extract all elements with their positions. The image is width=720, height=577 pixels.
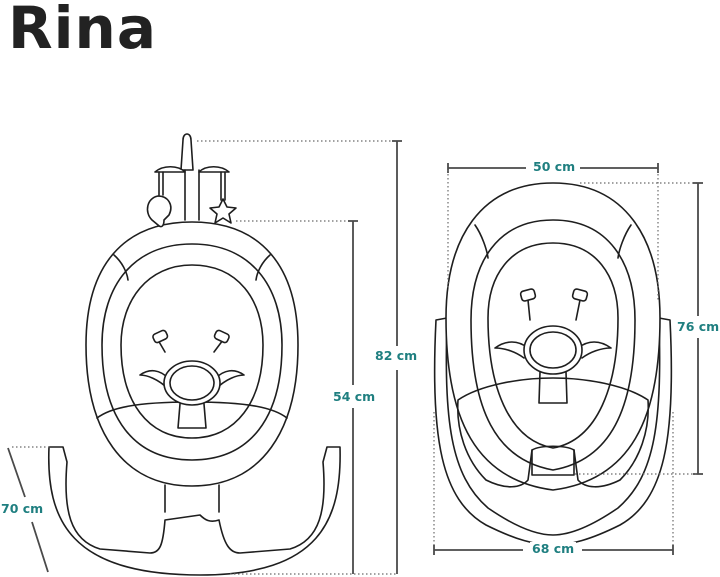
front-dimension-lines xyxy=(7,140,402,575)
dim-label-base-depth: 70 cm xyxy=(0,501,46,516)
front-view-swing xyxy=(47,133,341,576)
dim-label-length: 76 cm xyxy=(675,319,720,334)
dim-label-total-height: 82 cm xyxy=(373,348,420,363)
dim-label-seat-height: 54 cm xyxy=(331,389,378,404)
dim-label-base-width: 68 cm xyxy=(530,541,577,556)
top-view-swing xyxy=(433,182,673,546)
dim-label-seat-width: 50 cm xyxy=(531,159,578,174)
product-title: Rina xyxy=(8,0,157,62)
top-dimension-lines xyxy=(433,163,703,555)
